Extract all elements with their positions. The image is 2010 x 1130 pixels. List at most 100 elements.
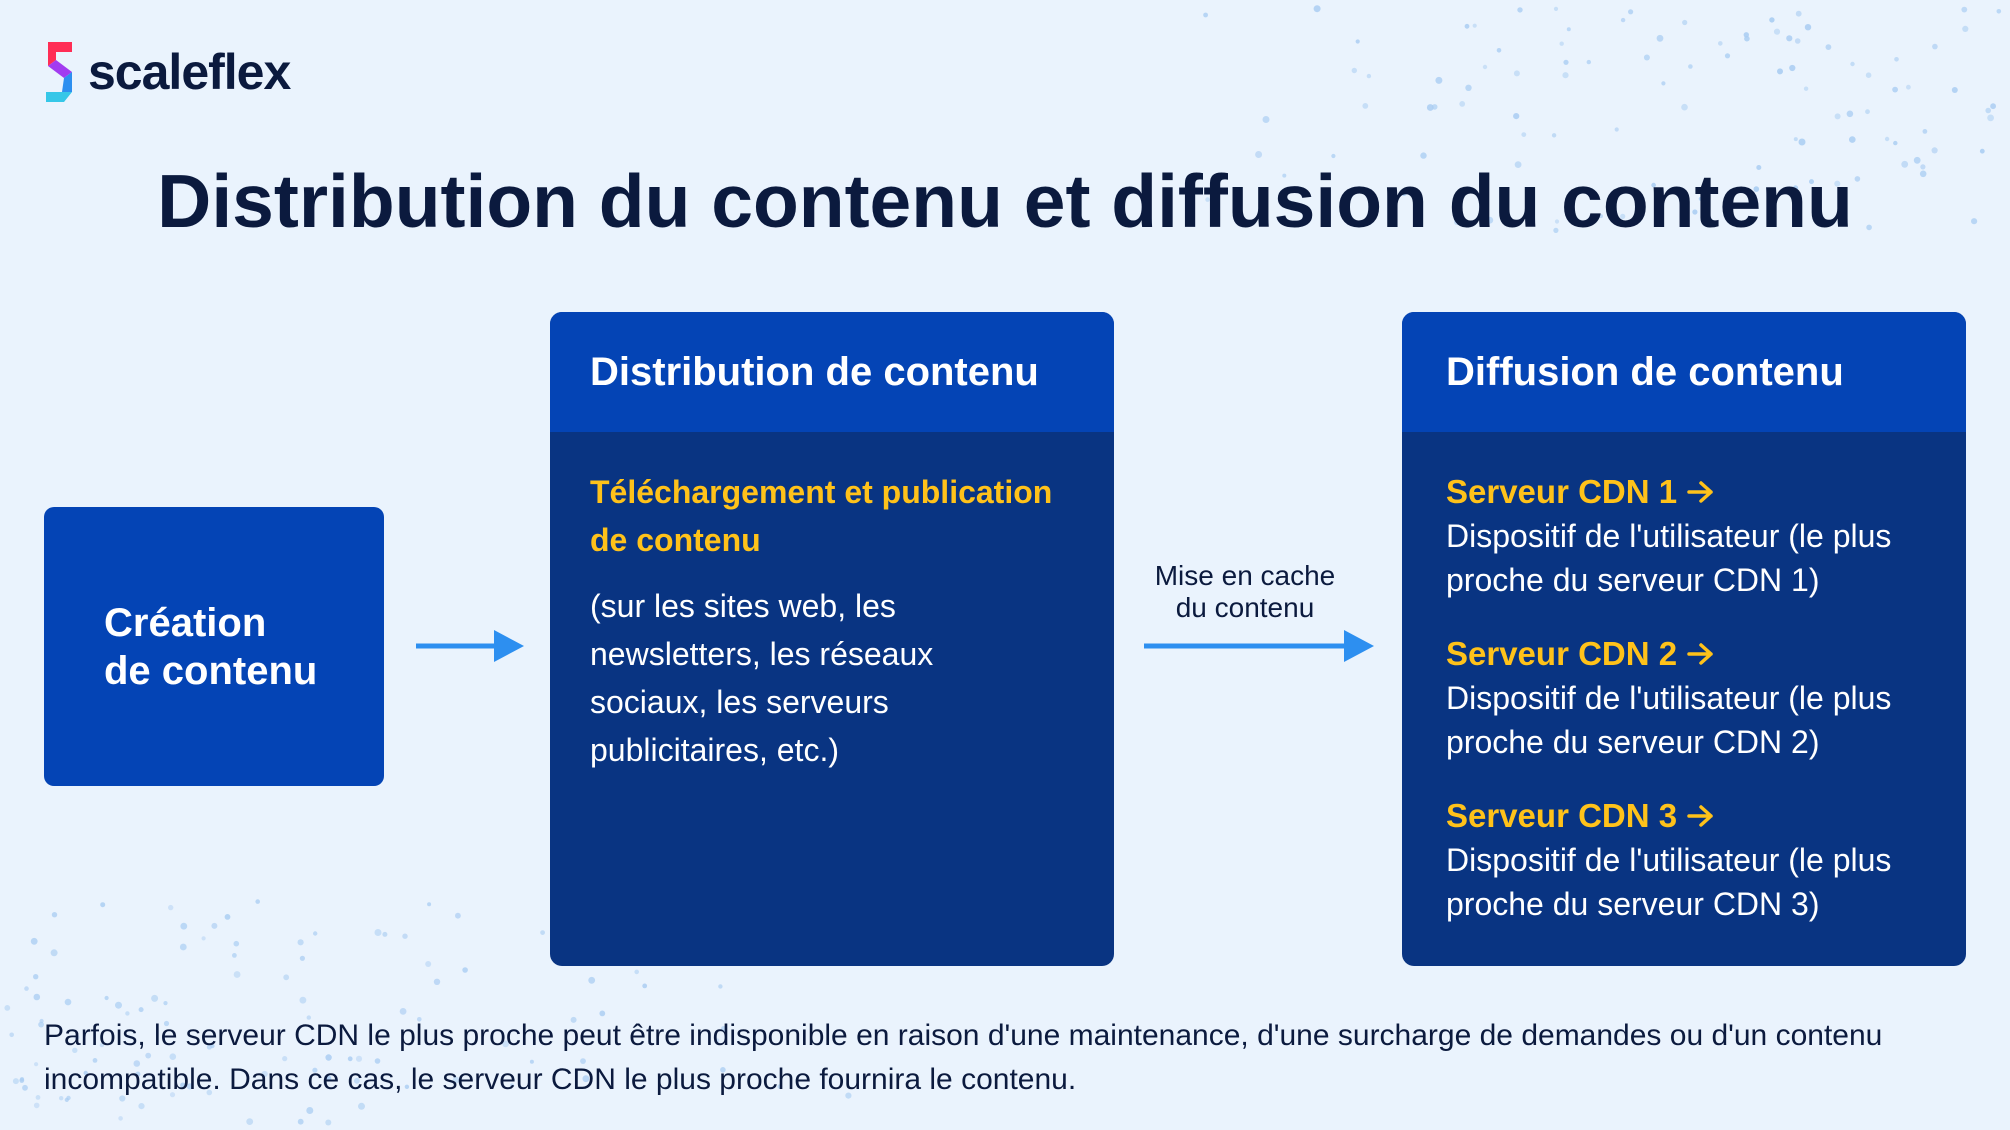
decorative-dot bbox=[588, 976, 596, 984]
decorative-dot bbox=[72, 1047, 78, 1054]
decorative-dot bbox=[1866, 224, 1872, 231]
decorative-dot bbox=[1464, 23, 1470, 29]
decorative-dot bbox=[1651, 182, 1656, 188]
decorative-dot bbox=[452, 1076, 460, 1084]
content-distribution-description: (sur les sites web, les newsletters, les… bbox=[590, 588, 934, 768]
decorative-dot bbox=[1681, 103, 1688, 111]
content-distribution-panel: Distribution de contenu Téléchargement e… bbox=[550, 312, 1114, 966]
decorative-dot bbox=[180, 1082, 186, 1088]
decorative-dot bbox=[720, 1067, 726, 1073]
decorative-dot bbox=[1203, 12, 1208, 18]
decorative-dot bbox=[59, 1096, 64, 1101]
decorative-dot bbox=[30, 937, 38, 945]
decorative-dot bbox=[1792, 197, 1799, 204]
decorative-dot bbox=[1996, 9, 2002, 14]
decorative-dot bbox=[570, 1016, 577, 1023]
decorative-dot bbox=[299, 955, 305, 961]
decorative-dot bbox=[1559, 41, 1564, 46]
decorative-dot bbox=[1777, 68, 1783, 75]
decorative-dot bbox=[1804, 24, 1812, 31]
content-distribution-body: Téléchargement et publication de contenu… bbox=[550, 432, 1114, 774]
decorative-dot bbox=[1985, 107, 1991, 114]
decorative-dot bbox=[777, 1084, 783, 1089]
content-delivery-body: Serveur CDN 1 Dispositif de l'utilisateu… bbox=[1402, 432, 1966, 926]
decorative-dot bbox=[1854, 176, 1861, 182]
decorative-dot bbox=[100, 902, 106, 908]
decorative-dot bbox=[64, 998, 72, 1006]
decorative-dot bbox=[1521, 132, 1527, 138]
decorative-dot bbox=[1514, 161, 1522, 169]
decorative-dot bbox=[1599, 214, 1603, 219]
decorative-dot bbox=[1893, 140, 1898, 146]
arrow-right-icon bbox=[416, 630, 524, 662]
decorative-dot bbox=[1553, 6, 1559, 11]
decorative-dot bbox=[1825, 44, 1832, 50]
decorative-dot bbox=[1932, 43, 1938, 50]
decorative-dot bbox=[255, 899, 260, 904]
decorative-dot bbox=[1846, 110, 1854, 118]
decorative-dot bbox=[1517, 7, 1523, 13]
decorative-dot bbox=[1551, 133, 1557, 138]
decorative-dot bbox=[125, 1011, 130, 1016]
decorative-dot bbox=[1688, 64, 1693, 69]
cdn-server-title-text: Serveur CDN 3 bbox=[1446, 797, 1678, 834]
arrow-right-icon bbox=[1687, 805, 1713, 827]
decorative-dot bbox=[233, 940, 240, 947]
decorative-dot bbox=[1362, 103, 1369, 109]
decorative-dot bbox=[1661, 81, 1666, 86]
content-creation-label-line1: Création bbox=[104, 600, 267, 645]
decorative-dot bbox=[580, 1058, 586, 1064]
decorative-dot bbox=[201, 936, 206, 941]
decorative-dot bbox=[35, 1095, 41, 1100]
decorative-dot bbox=[1472, 23, 1477, 28]
decorative-dot bbox=[715, 1038, 720, 1043]
cdn-server-title-text: Serveur CDN 1 bbox=[1446, 473, 1678, 510]
arrow-right-icon bbox=[1687, 481, 1713, 503]
decorative-dot bbox=[374, 1058, 381, 1064]
decorative-dot bbox=[297, 1118, 304, 1125]
decorative-dot bbox=[1850, 61, 1855, 67]
decorative-dot bbox=[1586, 59, 1592, 65]
decorative-dot bbox=[540, 930, 545, 935]
decorative-dot bbox=[404, 1084, 410, 1090]
decorative-dot bbox=[33, 974, 39, 980]
decorative-dot bbox=[845, 1092, 852, 1099]
footnote-text: Parfois, le serveur CDN le plus proche p… bbox=[44, 1019, 1883, 1096]
decorative-dot bbox=[282, 1056, 288, 1062]
decorative-dot bbox=[1987, 114, 1994, 122]
decorative-dot bbox=[1355, 39, 1360, 44]
decorative-dot bbox=[138, 1103, 145, 1110]
decorative-dot bbox=[1901, 160, 1909, 168]
decorative-dot bbox=[186, 1083, 193, 1090]
decorative-dot bbox=[22, 1084, 28, 1091]
decorative-dot bbox=[1255, 151, 1263, 158]
decorative-dot bbox=[74, 1034, 80, 1040]
decorative-dot bbox=[92, 1058, 98, 1063]
decorative-dot bbox=[1331, 153, 1336, 159]
decorative-dot bbox=[382, 931, 388, 937]
decorative-dot bbox=[1282, 173, 1287, 178]
decorative-dot bbox=[1920, 164, 1926, 170]
decorative-dot bbox=[313, 931, 318, 936]
decorative-dot bbox=[1553, 227, 1559, 233]
decorative-dot bbox=[1692, 209, 1698, 215]
decorative-dot bbox=[12, 1078, 19, 1085]
decorative-dot bbox=[1798, 138, 1806, 146]
decorative-dot bbox=[169, 1053, 177, 1060]
decorative-dot bbox=[104, 995, 109, 1001]
cdn-server-title: Serveur CDN 1 bbox=[1446, 470, 1936, 514]
decorative-dot bbox=[1884, 136, 1890, 142]
decorative-dot bbox=[1513, 70, 1520, 77]
scaleflex-s-logo-icon bbox=[46, 42, 72, 102]
decorative-dot bbox=[1635, 193, 1641, 198]
decorative-dot bbox=[246, 1118, 254, 1125]
decorative-dot bbox=[325, 1054, 332, 1061]
decorative-dot bbox=[355, 1055, 363, 1062]
cdn-server-item: Serveur CDN 2 Dispositif de l'utilisateu… bbox=[1446, 632, 1936, 764]
decorative-dot bbox=[433, 978, 441, 985]
decorative-dot bbox=[1426, 104, 1434, 111]
decorative-dot bbox=[634, 969, 639, 975]
decorative-dot bbox=[145, 1052, 152, 1059]
decorative-dot bbox=[1809, 179, 1814, 185]
caching-label: Mise en cache du contenu bbox=[1140, 560, 1350, 624]
